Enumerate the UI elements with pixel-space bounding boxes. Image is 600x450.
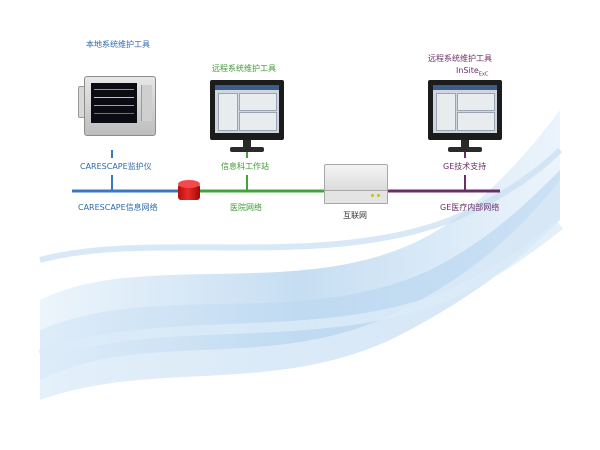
local-tool-label: 本地系统维护工具 [86, 40, 150, 49]
patient-monitor-icon [78, 72, 156, 136]
workstation-screen [433, 85, 497, 133]
carescape-network-label: CARESCAPE信息网络 [78, 203, 158, 212]
workstation-frame [428, 80, 502, 140]
screen-panel [457, 112, 495, 131]
server-front [324, 190, 388, 204]
remote-tool-center-label: 远程系统维护工具 [212, 64, 276, 73]
workstation-frame [210, 80, 284, 140]
ge-connector-top [464, 152, 466, 158]
insite-sub: ExC [478, 71, 489, 78]
workstation-stand [243, 140, 251, 148]
workstation-stand [461, 140, 469, 148]
monitor-label: CARESCAPE监护仪 [80, 162, 152, 171]
screen-panel [239, 112, 277, 131]
internet-label: 互联网 [343, 211, 367, 220]
monitor-connector-bottom [111, 175, 113, 191]
server-box-icon [324, 164, 388, 204]
workstation-center-icon [210, 80, 284, 156]
workstation-base [448, 147, 482, 152]
insite-label: InSiteExC [456, 66, 488, 80]
screen-panel [239, 93, 277, 111]
monitor-connector-top [111, 150, 113, 158]
server-led [371, 194, 374, 197]
workstation-right-icon [428, 80, 502, 156]
ge-network-label: GE医疗内部网络 [440, 203, 500, 212]
monitor-side-panel [141, 85, 152, 121]
firewall-icon [178, 180, 200, 202]
workstation-connector-bottom [246, 175, 248, 191]
workstation-screen [215, 85, 279, 133]
screen-panel [218, 93, 238, 131]
remote-tool-right-label: 远程系统维护工具 [428, 54, 492, 63]
monitor-body [84, 76, 156, 136]
firewall-top [178, 180, 200, 188]
bp-wave [94, 113, 134, 114]
monitor-screen [91, 83, 137, 123]
ge-connector-bottom [464, 175, 466, 191]
server-led [377, 194, 380, 197]
firewall-body [178, 184, 200, 200]
workstation-label: 信息科工作站 [221, 162, 269, 171]
workstation-connector-top [246, 152, 248, 158]
screen-titlebar [433, 85, 497, 90]
resp-wave [94, 105, 134, 106]
screen-titlebar [215, 85, 279, 90]
screen-panel [436, 93, 456, 131]
spo2-wave [94, 97, 134, 98]
ecg-wave [94, 89, 134, 90]
hospital-network-label: 医院网络 [230, 203, 262, 212]
screen-panel [457, 93, 495, 111]
ge-support-label: GE技术支持 [443, 162, 487, 171]
server-top [324, 164, 388, 194]
workstation-base [230, 147, 264, 152]
insite-text: InSite [456, 66, 479, 75]
